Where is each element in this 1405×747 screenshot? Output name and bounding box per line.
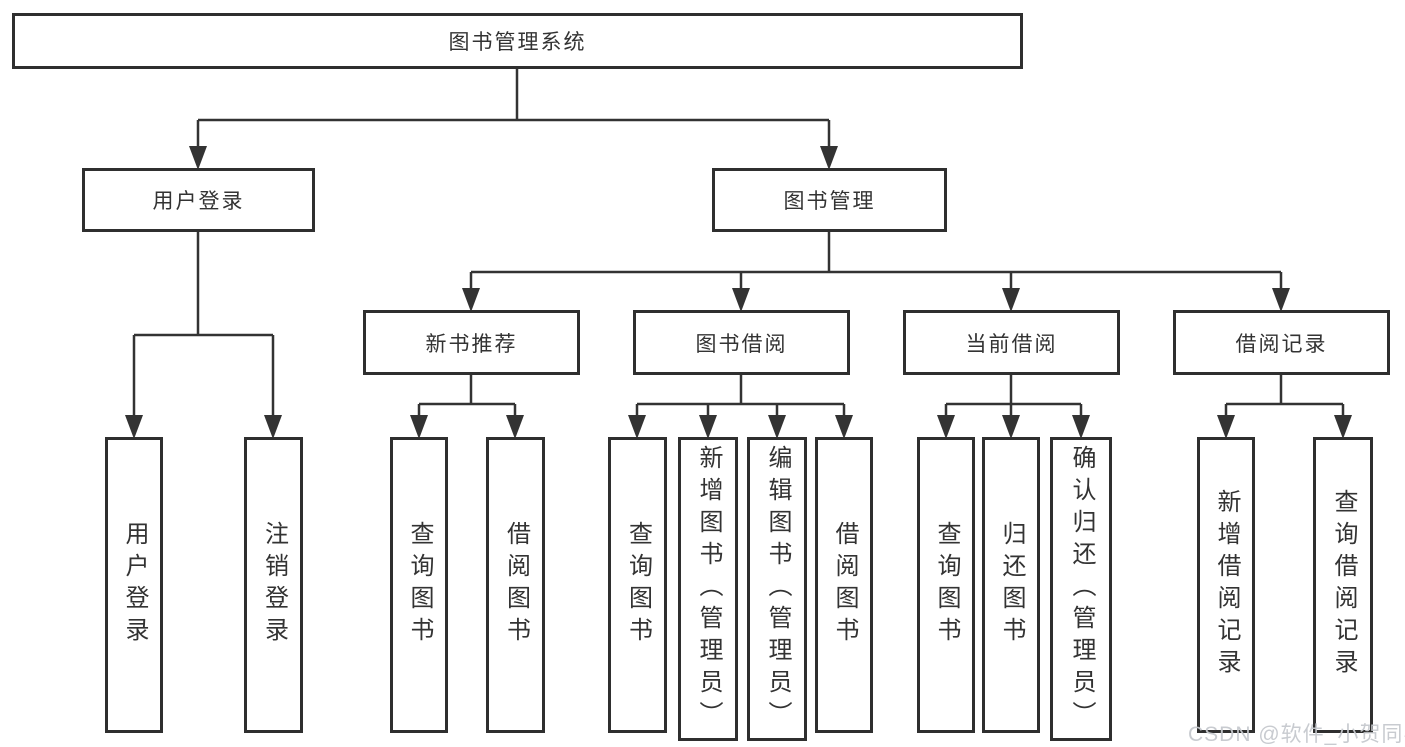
node-label: 借阅记录 — [1235, 332, 1328, 356]
leaf-newbook-query-books: 查询图书 — [390, 437, 448, 733]
node-label: 查询借阅记录 — [1330, 489, 1357, 681]
node-label: 用户登录 — [121, 521, 148, 649]
leaf-borrow-borrow-books: 借阅图书 — [815, 437, 873, 733]
arrow-down-icons — [125, 146, 1352, 439]
node-label: 新增图书（管理员） — [695, 445, 722, 733]
node-label: 图书管理系统 — [448, 31, 587, 54]
node-label: 注销登录 — [260, 521, 288, 649]
node-label: 归还图书 — [998, 521, 1025, 649]
node-label: 当前借阅 — [965, 332, 1058, 356]
node-label: 编辑图书（管理员） — [764, 445, 791, 733]
node-label: 查询图书 — [933, 521, 960, 649]
leaf-current-return-books: 归还图书 — [982, 437, 1040, 733]
node-borrowing-records: 借阅记录 — [1173, 310, 1390, 375]
node-label: 查询图书 — [406, 521, 433, 649]
csdn-watermark: CSDN @软件_小贺同学 — [1188, 723, 1405, 746]
leaf-logout: 注销登录 — [244, 437, 303, 733]
node-root-library-system: 图书管理系统 — [12, 13, 1023, 69]
leaf-current-confirm-return-admin: 确认归还（管理员） — [1050, 437, 1112, 741]
node-label: 查询图书 — [624, 521, 652, 649]
node-current-borrowing: 当前借阅 — [903, 310, 1120, 375]
leaf-borrow-edit-books-admin: 编辑图书（管理员） — [747, 437, 807, 741]
leaf-current-query-books: 查询图书 — [917, 437, 975, 733]
leaf-borrow-query-books: 查询图书 — [608, 437, 667, 733]
node-label: 新书推荐 — [425, 332, 518, 356]
node-user-login-branch: 用户登录 — [82, 168, 315, 232]
leaf-user-login: 用户登录 — [105, 437, 163, 733]
node-label: 确认归还（管理员） — [1068, 445, 1095, 733]
node-book-borrowing: 图书借阅 — [633, 310, 850, 375]
node-book-management-branch: 图书管理 — [712, 168, 947, 232]
node-label: 图书借阅 — [695, 332, 788, 356]
node-label: 用户登录 — [152, 190, 245, 213]
leaf-borrow-add-books-admin: 新增图书（管理员） — [678, 437, 738, 741]
leaf-newbook-borrow-books: 借阅图书 — [486, 437, 545, 733]
node-label: 图书管理 — [783, 190, 876, 213]
node-new-book-recommend: 新书推荐 — [363, 310, 580, 375]
node-label: 借阅图书 — [831, 521, 858, 649]
node-label: 新增借阅记录 — [1213, 489, 1240, 681]
leaf-records-add-record: 新增借阅记录 — [1197, 437, 1255, 733]
node-label: 借阅图书 — [502, 521, 530, 649]
leaf-records-query-record: 查询借阅记录 — [1313, 437, 1373, 733]
